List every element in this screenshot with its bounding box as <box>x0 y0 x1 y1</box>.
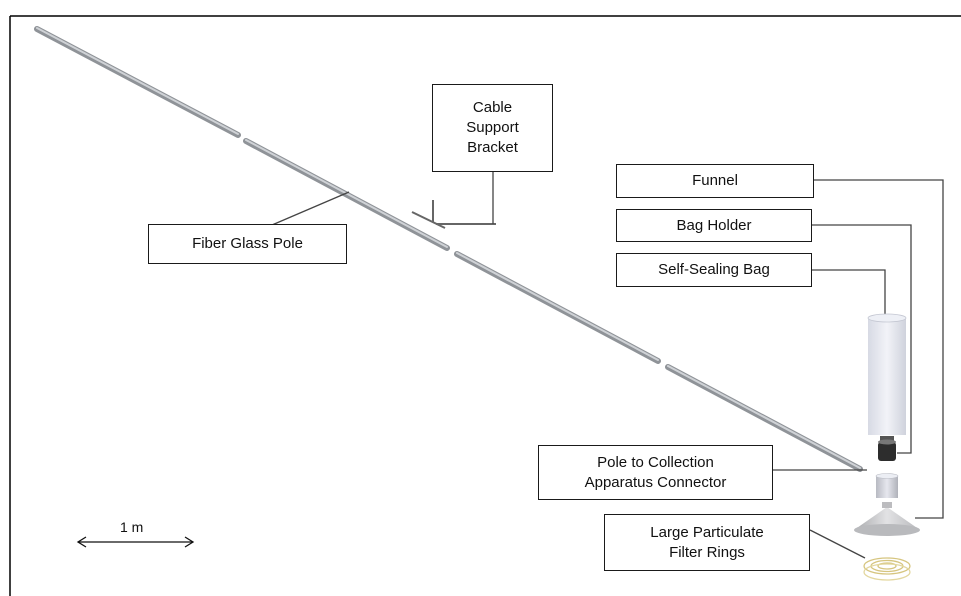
bag-holder-drawing <box>878 436 896 461</box>
filter-rings-drawing <box>863 557 911 581</box>
label-filter-rings: Large Particulate Filter Rings <box>604 514 810 571</box>
leader-self-sealing-bag <box>812 269 886 323</box>
label-fiber-glass-pole: Fiber Glass Pole <box>148 224 347 264</box>
label-pole-connector: Pole to Collection Apparatus Connector <box>538 445 773 500</box>
label-self-sealing-bag: Self-Sealing Bag <box>616 253 812 287</box>
label-funnel: Funnel <box>616 164 814 198</box>
funnel-drawing <box>854 502 920 536</box>
fiber-glass-pole <box>34 26 863 472</box>
cable-support-bracket-drawing <box>411 200 496 229</box>
pole-connector-drawing <box>875 473 899 498</box>
leader-bag-holder <box>812 224 912 454</box>
label-bag-holder: Bag Holder <box>616 209 812 242</box>
leader-funnel <box>814 179 944 519</box>
self-sealing-bag-drawing <box>867 313 907 435</box>
label-cable-support-bracket: Cable Support Bracket <box>432 84 553 172</box>
leader-filter-rings <box>809 529 866 559</box>
scale-bar-label: 1 m <box>120 519 144 535</box>
scale-bar <box>76 536 195 548</box>
leader-lines <box>271 172 944 559</box>
leader-fiber-glass-pole <box>271 191 350 226</box>
